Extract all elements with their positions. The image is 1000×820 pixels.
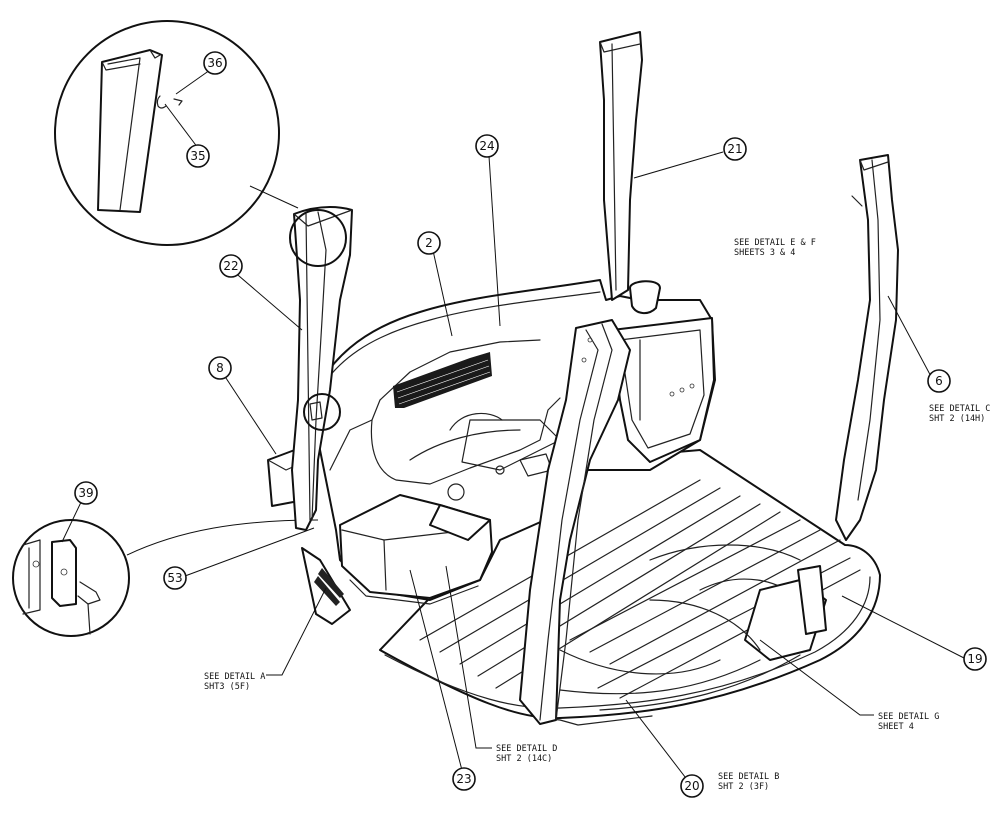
svg-text:2: 2 [425, 236, 433, 250]
callout-6: 6 [927, 369, 951, 393]
svg-text:6: 6 [935, 374, 943, 388]
callout-39: 39 [74, 481, 98, 505]
callout-21: 21 [723, 137, 747, 161]
svg-text:36: 36 [207, 56, 222, 70]
svg-text:SHEET 4: SHEET 4 [878, 722, 914, 732]
rear-components [649, 544, 827, 661]
svg-text:SHT3 (5F): SHT3 (5F) [204, 682, 250, 692]
svg-text:53: 53 [167, 571, 182, 585]
svg-text:SEE DETAIL E & F: SEE DETAIL E & F [734, 238, 816, 248]
svg-text:22: 22 [223, 259, 238, 273]
leader-lines [61, 69, 965, 787]
svg-text:SHT 2 (14H): SHT 2 (14H) [929, 414, 985, 424]
svg-text:8: 8 [216, 361, 224, 375]
svg-text:39: 39 [78, 486, 93, 500]
svg-text:23: 23 [456, 772, 471, 786]
callout-19: 19 [963, 647, 987, 671]
callout-20: 20 [680, 774, 704, 798]
svg-text:SHT 2 (3F): SHT 2 (3F) [718, 782, 769, 792]
callouts: 36 35 24 21 2 22 8 6 39 53 19 23 20 [74, 51, 987, 798]
callout-36: 36 [203, 51, 227, 75]
callout-8: 8 [208, 356, 232, 380]
post-21 [599, 31, 661, 314]
note-detail-b: SEE DETAIL B SHT 2 (3F) [718, 772, 779, 792]
svg-text:35: 35 [190, 149, 205, 163]
callout-24: 24 [475, 134, 499, 158]
post-20 [519, 319, 631, 725]
callout-22: 22 [219, 254, 243, 278]
svg-text:19: 19 [967, 652, 982, 666]
cab-assembly [267, 279, 881, 726]
svg-text:SEE DETAIL G: SEE DETAIL G [878, 712, 939, 722]
svg-text:SHT 2 (14C): SHT 2 (14C) [496, 754, 552, 764]
notes: SEE DETAIL E & F SHEETS 3 & 4 SEE DETAIL… [204, 238, 990, 792]
svg-text:24: 24 [479, 139, 494, 153]
svg-text:SEE DETAIL A: SEE DETAIL A [204, 672, 265, 682]
svg-text:21: 21 [727, 142, 742, 156]
post-6 [835, 154, 899, 541]
detail-circle-bottom [12, 519, 319, 637]
svg-text:SEE DETAIL B: SEE DETAIL B [718, 772, 779, 782]
callout-23: 23 [452, 767, 476, 791]
vent-grille [393, 352, 492, 408]
post-22 [289, 206, 353, 531]
note-detail-e-f: SEE DETAIL E & F SHEETS 3 & 4 [734, 238, 816, 258]
svg-text:SEE DETAIL C: SEE DETAIL C [929, 404, 990, 414]
svg-text:SHEETS 3 & 4: SHEETS 3 & 4 [734, 248, 795, 258]
callout-35: 35 [186, 144, 210, 168]
svg-text:20: 20 [684, 779, 699, 793]
svg-text:SEE DETAIL D: SEE DETAIL D [496, 744, 557, 754]
note-detail-d: SEE DETAIL D SHT 2 (14C) [496, 744, 557, 764]
note-detail-g: SEE DETAIL G SHEET 4 [878, 712, 939, 732]
detail-circle-top [54, 20, 299, 246]
callout-2: 2 [417, 231, 441, 255]
callout-53: 53 [163, 566, 187, 590]
note-detail-a: SEE DETAIL A SHT3 (5F) [204, 672, 265, 692]
note-detail-c: SEE DETAIL C SHT 2 (14H) [929, 404, 990, 424]
